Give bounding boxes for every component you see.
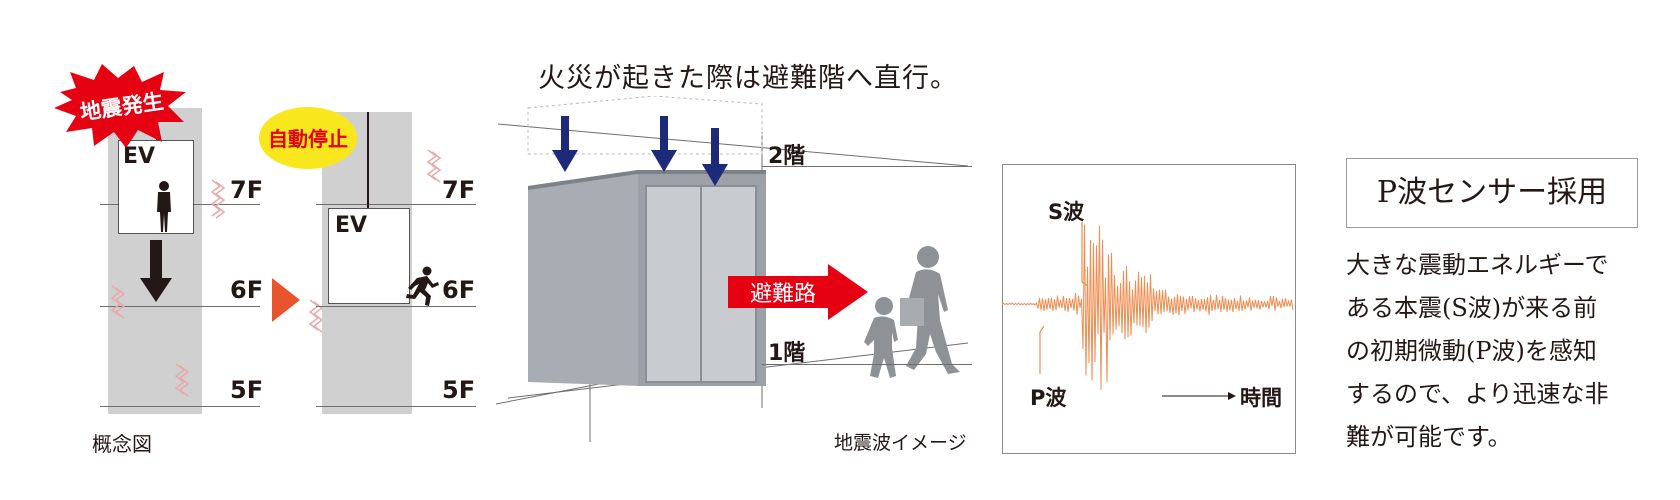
auto-stop-badge: 自動停止 (259, 107, 357, 169)
s-wave-label: S波 (1048, 200, 1085, 224)
floor-line-6f-left (100, 306, 260, 307)
floor-1-label: 1階 (768, 341, 806, 366)
floor-line-2 (762, 166, 972, 167)
floor-5f-right: 5F (442, 376, 476, 404)
evacuating-people-icon (864, 246, 960, 378)
info-body: 大きな震動エネルギーで ある本震(S波)が来る前 の初期微動(P波)を感知 する… (1346, 244, 1666, 459)
info-title: P波センサー採用 (1376, 175, 1608, 210)
ev-label-2: EV (335, 213, 368, 238)
floor-5f-left: 5F (230, 376, 264, 404)
floor-6f-left: 6F (230, 276, 264, 304)
down-arrow-icon (140, 240, 172, 302)
auto-stop-label: 自動停止 (268, 127, 348, 151)
evacuation-route-arrow (728, 264, 868, 320)
seismic-wave-panel (1002, 164, 1296, 454)
p-wave-label: P波 (1030, 386, 1067, 410)
floor-line-6f-right (316, 306, 476, 307)
info-body-line: 大きな震動エネルギーで (1346, 251, 1609, 279)
floor-6f-right: 6F (442, 276, 476, 304)
next-step-arrow-icon (272, 278, 300, 322)
standing-person-icon (157, 181, 171, 232)
info-body-line: の初期微動(P波)を感知 (1346, 337, 1597, 365)
info-title-box: P波センサー採用 (1346, 158, 1638, 228)
floor-line-5f-left (100, 406, 260, 407)
time-label: 時間 (1240, 386, 1282, 410)
middle-heading: 火災が起きた際は避難階へ直行。 (538, 63, 958, 94)
diagram-caption: 概念図 (92, 432, 152, 456)
floor-line-1 (762, 364, 972, 365)
elevator-car-before: EV (118, 140, 194, 234)
elevator-cable-2 (367, 112, 369, 208)
info-body-line: するので、より迅速な非 (1346, 380, 1609, 408)
info-body-line: ある本震(S波)が来る前 (1346, 294, 1598, 322)
evacuation-route-label: 避難路 (750, 282, 817, 307)
wave-image-caption: 地震波イメージ (834, 432, 967, 454)
floor-7f-left: 7F (230, 176, 264, 204)
elevator-car-after: EV (328, 208, 410, 304)
seismic-waveform (1002, 222, 1294, 400)
floor-7f-right: 7F (442, 176, 476, 204)
floor-2-label: 2階 (768, 144, 806, 169)
earthquake-burst-icon: 地震発生 (54, 64, 186, 148)
running-person-icon (406, 266, 439, 306)
ev-label: EV (123, 144, 156, 169)
floor-line-7f-right (316, 204, 476, 205)
info-body-line: 難が可能です。 (1346, 423, 1512, 451)
floor-line-5f-right (316, 406, 476, 407)
